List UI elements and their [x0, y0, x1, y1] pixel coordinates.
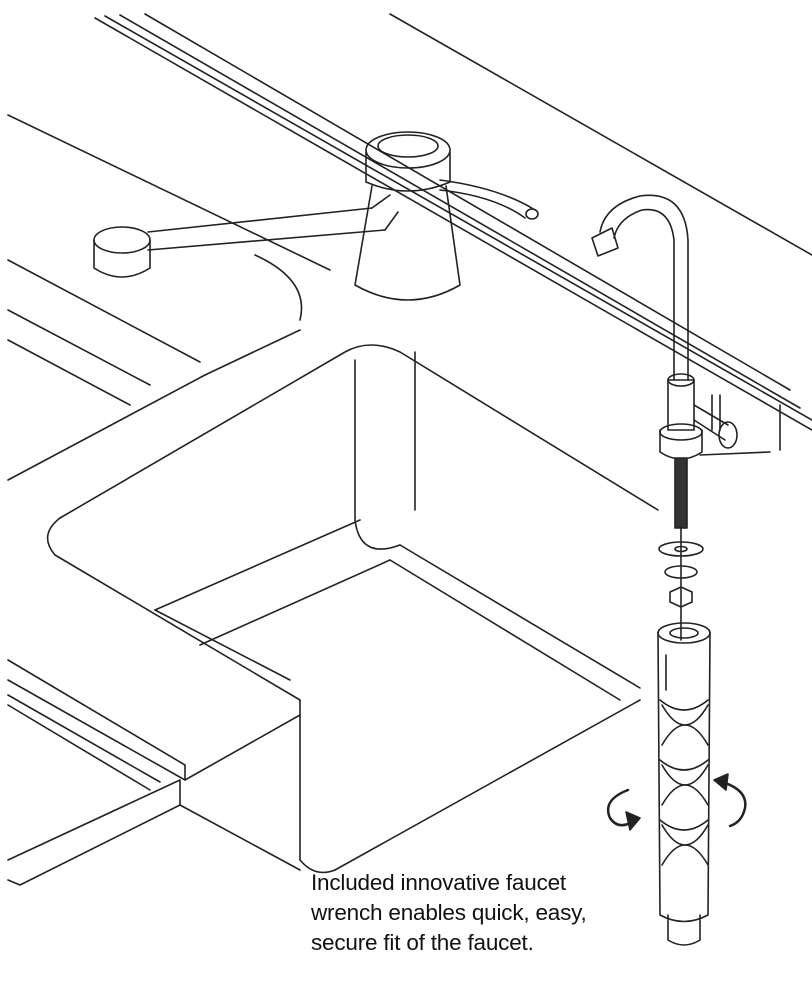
- caption-line-1: Included innovative faucet: [311, 870, 566, 895]
- caption-line-2: wrench enables quick, easy,: [311, 900, 587, 925]
- caption-line-3: secure fit of the faucet.: [311, 930, 534, 955]
- kitchen-faucet: [93, 131, 539, 301]
- left-counter: [7, 114, 331, 481]
- filter-faucet: [591, 194, 738, 460]
- rotate-counterclockwise-arrow: [606, 788, 641, 831]
- backsplash: [94, 13, 812, 456]
- front-counter: [7, 659, 301, 886]
- sink-rim: [46, 344, 659, 874]
- faucet-wrench: [657, 622, 711, 946]
- wrench-caption: Included innovative faucet wrench enable…: [311, 868, 641, 958]
- mounting-hardware: [658, 457, 704, 641]
- rotate-clockwise-arrow: [713, 773, 747, 828]
- sink-bowl: [154, 351, 641, 701]
